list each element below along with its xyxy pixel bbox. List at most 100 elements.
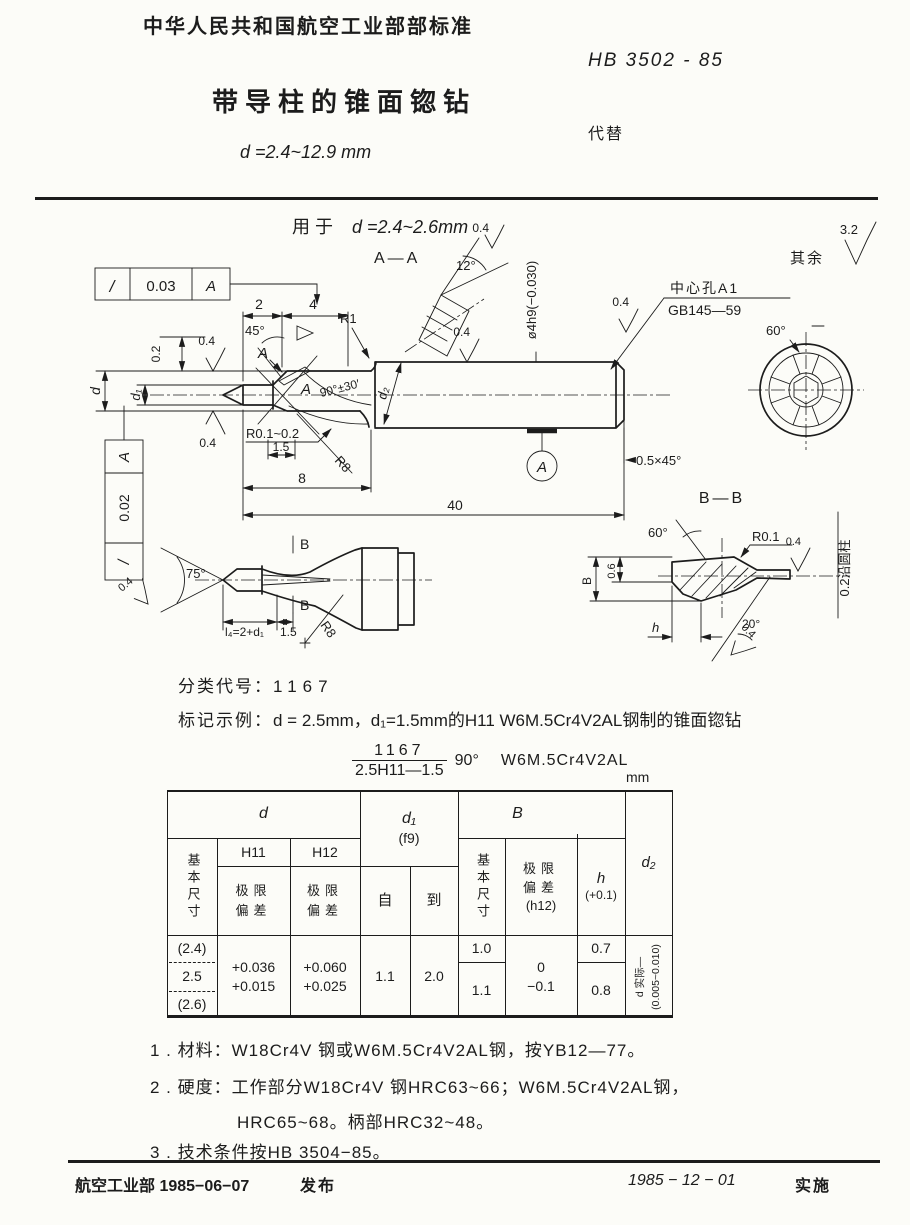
col-header-d2: d₂: [641, 853, 656, 871]
angle-75: 75°: [186, 566, 206, 581]
designation-fraction: 1167 2.5H11—1.5: [352, 742, 447, 780]
l4-formula: l₄=2+d₁: [225, 625, 264, 639]
cell-h-value: 0.7: [591, 940, 611, 957]
dimension-table: d 基本尺寸 H11 极限偏差 H12 极限偏差 d₁ (f9) 自 到 B 基…: [167, 790, 673, 1018]
rest-surface-finish: 其余 3.2: [790, 221, 877, 267]
table-grid-line: [167, 790, 168, 1018]
table-grid-line: [290, 838, 291, 1018]
table-grid-line: [458, 838, 625, 839]
classification-label: 分类代号：: [178, 677, 273, 696]
finish-mark: 0.4: [116, 575, 149, 605]
section-arrow-a2: A: [300, 381, 311, 398]
tolerance-value: 0.02: [116, 494, 132, 521]
col-header-b-limit-dev: 极限偏差 (h12): [522, 860, 559, 913]
col-header-d1: d₁ (f9): [398, 809, 420, 847]
runout-along-cylinder: 0.2沿圆柱: [837, 539, 852, 596]
tolerance-symbol: /: [116, 558, 133, 565]
dim-b: B: [580, 577, 594, 585]
table-grid-line: [577, 834, 578, 1018]
svg-text:0.4: 0.4: [116, 575, 135, 594]
cell-d-size: 2.5: [182, 968, 202, 985]
tolerance-datum: A: [116, 452, 133, 463]
cell-h12-dev: +0.060 +0.025: [303, 959, 347, 994]
footer-effective-label: 实施: [795, 1178, 832, 1195]
rest-finish-value: 3.2: [840, 222, 858, 237]
finish-mark-value: 0.4: [453, 325, 470, 339]
table-grid-line: [577, 962, 625, 963]
note-2: 2 . 硬度：工作部分W18Cr4V 钢HRC63~66；W6M.5Cr4V2A…: [150, 1078, 690, 1097]
center-hole-line1: 中心孔A1: [670, 280, 739, 296]
shank-diameter: ø4h9(−0.030): [524, 261, 539, 339]
finish-mark-value: 0.4: [199, 436, 216, 450]
col-header-from: 自: [377, 891, 393, 909]
fraction-numerator: 1167: [374, 742, 425, 759]
note-2-continued: HRC65~68。柄部HRC32~48。: [237, 1113, 495, 1132]
usage-range: d =2.4~2.6mm: [352, 217, 468, 237]
dim-d1: d₁: [128, 389, 143, 400]
cell-d-size: (2.4): [177, 940, 207, 957]
usage-label: 用于: [292, 217, 338, 237]
datum-a-circle-label: A: [536, 459, 547, 476]
section-b-mark: B: [300, 597, 309, 613]
cell-d1-to: 2.0: [424, 968, 444, 985]
footer-divider: [68, 1160, 880, 1163]
cell-b-dev: 0 −0.1: [527, 959, 555, 994]
col-header-h: h (+0.1): [585, 869, 617, 903]
table-grid-line: [217, 838, 218, 1018]
standard-org-title: 中华人民共和国航空工业部部标准: [143, 16, 473, 38]
angle-20: 20°: [742, 617, 760, 631]
header-divider: [35, 197, 878, 200]
runout-tolerance-frame-vertical: A 0.02 /: [104, 405, 144, 581]
dim-2: 2: [255, 296, 263, 312]
col-header-b-basic: 基本尺寸: [474, 852, 490, 921]
designation-example: 1167 2.5H11—1.5 90° W6M.5Cr4V2AL: [352, 742, 628, 780]
rest-label: 其余: [790, 249, 824, 267]
radius-r1: R1: [340, 311, 357, 326]
dim-1-5: 1.5: [273, 440, 290, 454]
col-header-limit-dev: 极限偏差: [306, 883, 343, 918]
end-view: 60°: [748, 323, 864, 450]
table-grid-line: [217, 866, 458, 867]
dim-0-6: 0.6: [606, 563, 618, 578]
cell-b-basic: 1.0: [471, 940, 492, 957]
table-row-separator: [169, 991, 215, 992]
section-aa-label: A—A: [374, 250, 420, 267]
chamfer-label: 0.5×45°: [636, 453, 681, 468]
cell-b-basic: 1.1: [471, 981, 492, 998]
col-header-d: d: [259, 804, 268, 822]
table-grid-line: [458, 790, 459, 1018]
standard-number: HB 3502 - 85: [588, 50, 724, 71]
section-aa-detail: A—A 12° 0.4: [374, 221, 509, 357]
col-header-h11: H11: [241, 843, 266, 860]
dim-h: h: [652, 620, 659, 635]
dim-0-2: 0.2: [149, 345, 163, 362]
cell-d1-from: 1.1: [375, 968, 395, 985]
designation-label: 标记示例：: [178, 711, 273, 730]
table-grid-line: [167, 838, 360, 839]
footer-issued-label: 发布: [300, 1178, 337, 1195]
runout-tolerance-frame: / 0.03 A: [94, 267, 321, 305]
radius-r01: R0.1: [752, 529, 779, 544]
dim-40: 40: [447, 497, 463, 513]
section-arrow-a: A: [257, 345, 268, 362]
table-grid-line: [167, 935, 673, 936]
section-b-mark: B: [300, 536, 309, 552]
table-unit: mm: [626, 769, 650, 785]
angle-60: 60°: [648, 525, 668, 540]
finish-mark-value: 0.4: [198, 334, 215, 348]
dim-1-5: 1.5: [280, 625, 297, 639]
col-header-b: B: [512, 804, 523, 822]
col-header-basic-size: 基本尺寸: [185, 852, 201, 921]
footer-effective-date: 1985 − 12 − 01: [628, 1172, 736, 1189]
table-grid-line: [410, 866, 411, 1018]
dim-4: 4: [309, 296, 317, 312]
radius-r01-02: R0.1~0.2: [246, 426, 299, 441]
note-3: 3 . 技术条件按HB 3504−85。: [150, 1143, 391, 1162]
cell-d2-value: d 实际— (0.005~0.010): [634, 944, 662, 1010]
designation-line: 标记示例：d = 2.5mm，d₁=1.5mm的H11 W6M.5Cr4V2AL…: [178, 706, 741, 731]
angle-45: 45°: [245, 323, 265, 338]
finish-mark-value: 0.4: [612, 295, 629, 309]
dim-d: d: [87, 386, 103, 395]
section-bb-view: B—B 60° R0.1 0.4 0.2沿圆柱 B 0.6 h 2: [580, 490, 852, 662]
